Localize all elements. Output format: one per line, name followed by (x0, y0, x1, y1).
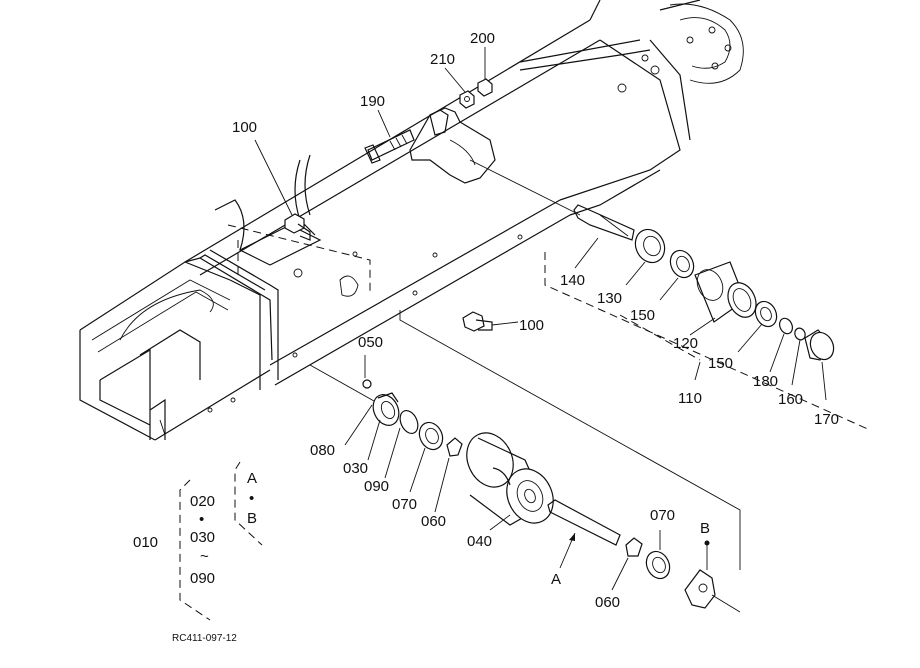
label-030-callout: 030 (343, 460, 368, 477)
label-080: 080 (310, 442, 335, 459)
label-140: 140 (560, 272, 585, 289)
label-070-a: 070 (392, 496, 417, 513)
label-100-upper: 100 (232, 119, 257, 136)
track-frame (79, 0, 744, 441)
label-180: 180 (753, 373, 778, 390)
label-200: 200 (470, 30, 495, 47)
clamp-assembly (364, 47, 581, 216)
label-tilde: ~ (200, 548, 209, 565)
label-170: 170 (814, 411, 839, 428)
label-dot-2: • (249, 490, 254, 507)
drawing-reference-code: RC411-097-12 (172, 633, 237, 644)
label-150-b: 150 (708, 355, 733, 372)
label-190: 190 (360, 93, 385, 110)
label-070-b: 070 (650, 507, 675, 524)
label-120: 120 (673, 335, 698, 352)
label-010: 010 (133, 534, 158, 551)
label-210: 210 (430, 51, 455, 68)
label-060-b: 060 (595, 594, 620, 611)
label-ref-A-1: A (247, 470, 257, 487)
label-090-callout: 090 (364, 478, 389, 495)
label-160: 160 (778, 391, 803, 408)
label-dot-1: • (199, 511, 204, 528)
label-150-a: 150 (630, 307, 655, 324)
part-labels: 100 190 210 200 100 140 130 150 120 150 … (133, 30, 839, 644)
label-040: 040 (467, 533, 492, 550)
bolt-100-upper (254, 139, 311, 241)
label-050: 050 (358, 334, 383, 351)
label-020: 020 (190, 493, 215, 510)
label-ref-A-2: A (551, 571, 561, 588)
label-090-range: 090 (190, 570, 215, 587)
label-ref-B-1: B (247, 510, 257, 527)
label-060-a: 060 (421, 513, 446, 530)
label-100-lower: 100 (519, 317, 544, 334)
upper-roller-assembly (544, 204, 871, 431)
label-030-range: 030 (190, 529, 215, 546)
bolt-100-lower (462, 311, 519, 332)
label-ref-B-2: B (700, 520, 710, 537)
label-110: 110 (678, 390, 702, 407)
label-130: 130 (597, 290, 622, 307)
track-roller-assembly (179, 310, 741, 621)
